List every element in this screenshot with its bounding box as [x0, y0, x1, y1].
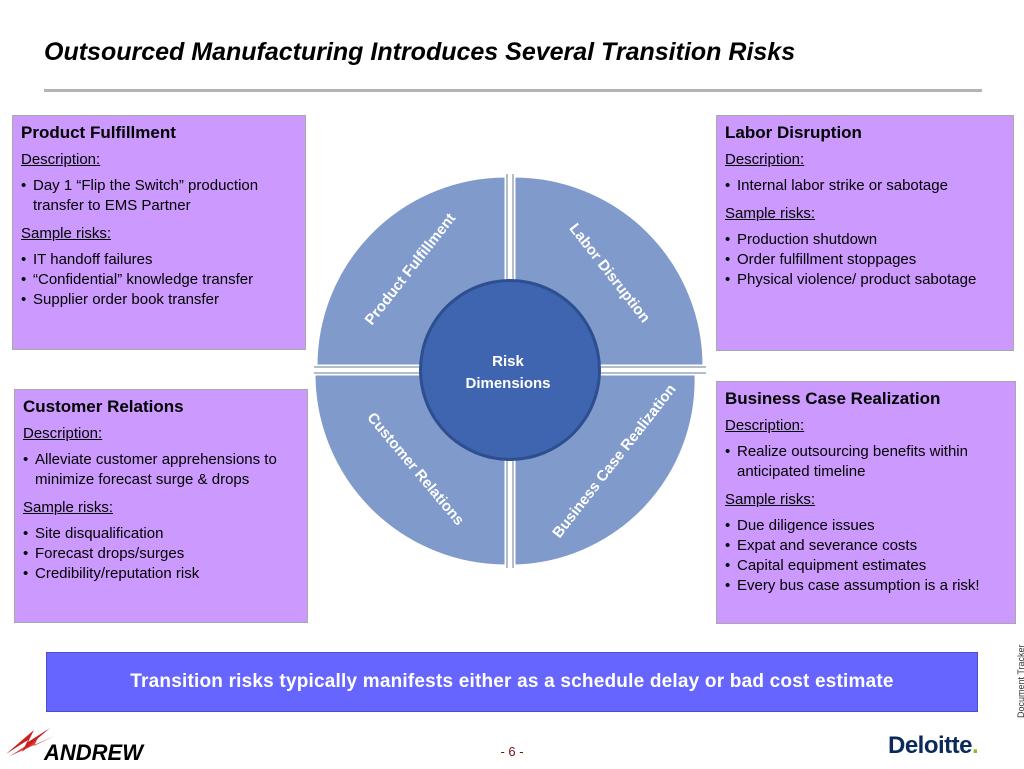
deloitte-logo: Deloitte. [888, 732, 988, 762]
risk-item: Capital equipment estimates [725, 556, 1007, 576]
risk-item: Credibility/reputation risk [23, 564, 299, 584]
andrew-bolt-icon: ANDREW [6, 728, 145, 765]
risk-item: Due diligence issues [725, 516, 1007, 536]
deloitte-dot: . [972, 732, 979, 759]
business-case-box: Business Case Realization Description: R… [716, 381, 1016, 624]
risk-item: Every bus case assumption is a risk! [725, 576, 1007, 596]
sample-risks-label: Sample risks: [21, 225, 112, 242]
sample-risks-label: Sample risks: [23, 499, 114, 516]
description-list: Internal labor strike or sabotage [725, 176, 1005, 196]
risk-item: Supplier order book transfer [21, 290, 297, 310]
center-label-line2: Dimensions [465, 375, 550, 392]
risk-item: Physical violence/ product sabotage [725, 270, 1005, 290]
deloitte-wordmark: Deloitte [888, 732, 973, 759]
description-item: Alleviate customer apprehensions to mini… [23, 450, 299, 490]
risks-list: Site disqualification Forecast drops/sur… [23, 524, 299, 584]
andrew-logo: ANDREW [4, 716, 164, 765]
description-list: Realize outsourcing benefits within anti… [725, 442, 1007, 482]
sample-risks-label: Sample risks: [725, 205, 816, 222]
summary-banner-text: Transition risks typically manifests eit… [130, 671, 894, 692]
page-number: - 6 - [500, 744, 524, 759]
summary-banner: Transition risks typically manifests eit… [46, 652, 978, 712]
description-item: Realize outsourcing benefits within anti… [725, 442, 1007, 482]
center-label-line1: Risk [492, 353, 524, 370]
risk-item: IT handoff failures [21, 250, 297, 270]
risk-item: Production shutdown [725, 230, 1005, 250]
title-divider [44, 89, 982, 92]
description-label: Description: [725, 151, 805, 168]
risk-item: Site disqualification [23, 524, 299, 544]
risks-list: Production shutdown Order fulfillment st… [725, 230, 1005, 290]
description-label: Description: [725, 417, 805, 434]
description-list: Day 1 “Flip the Switch” production trans… [21, 176, 297, 216]
risks-list: IT handoff failures “Confidential” knowl… [21, 250, 297, 310]
risk-item: Expat and severance costs [725, 536, 1007, 556]
box-heading: Labor Disruption [725, 123, 862, 142]
andrew-wordmark: ANDREW [43, 740, 145, 764]
box-heading: Product Fulfillment [21, 123, 176, 142]
description-item: Day 1 “Flip the Switch” production trans… [21, 176, 297, 216]
box-heading: Business Case Realization [725, 389, 941, 408]
risk-dimensions-wheel: Risk Dimensions Product Fulfillment Labo… [312, 174, 706, 568]
risks-list: Due diligence issues Expat and severance… [725, 516, 1007, 596]
description-item: Internal labor strike or sabotage [725, 176, 1005, 196]
product-fulfillment-box: Product Fulfillment Description: Day 1 “… [12, 115, 306, 350]
sample-risks-label: Sample risks: [725, 491, 816, 508]
customer-relations-box: Customer Relations Description: Alleviat… [14, 389, 308, 623]
page-title: Outsourced Manufacturing Introduces Seve… [44, 38, 796, 66]
box-heading: Customer Relations [23, 397, 184, 416]
description-label: Description: [21, 151, 101, 168]
description-list: Alleviate customer apprehensions to mini… [23, 450, 299, 490]
labor-disruption-box: Labor Disruption Description: Internal l… [716, 115, 1014, 351]
risk-item: “Confidential” knowledge transfer [21, 270, 297, 290]
risk-item: Order fulfillment stoppages [725, 250, 1005, 270]
risk-item: Forecast drops/surges [23, 544, 299, 564]
document-tracker-label: Document Tracker [1016, 644, 1024, 718]
description-label: Description: [23, 425, 103, 442]
center-circle [422, 282, 598, 458]
